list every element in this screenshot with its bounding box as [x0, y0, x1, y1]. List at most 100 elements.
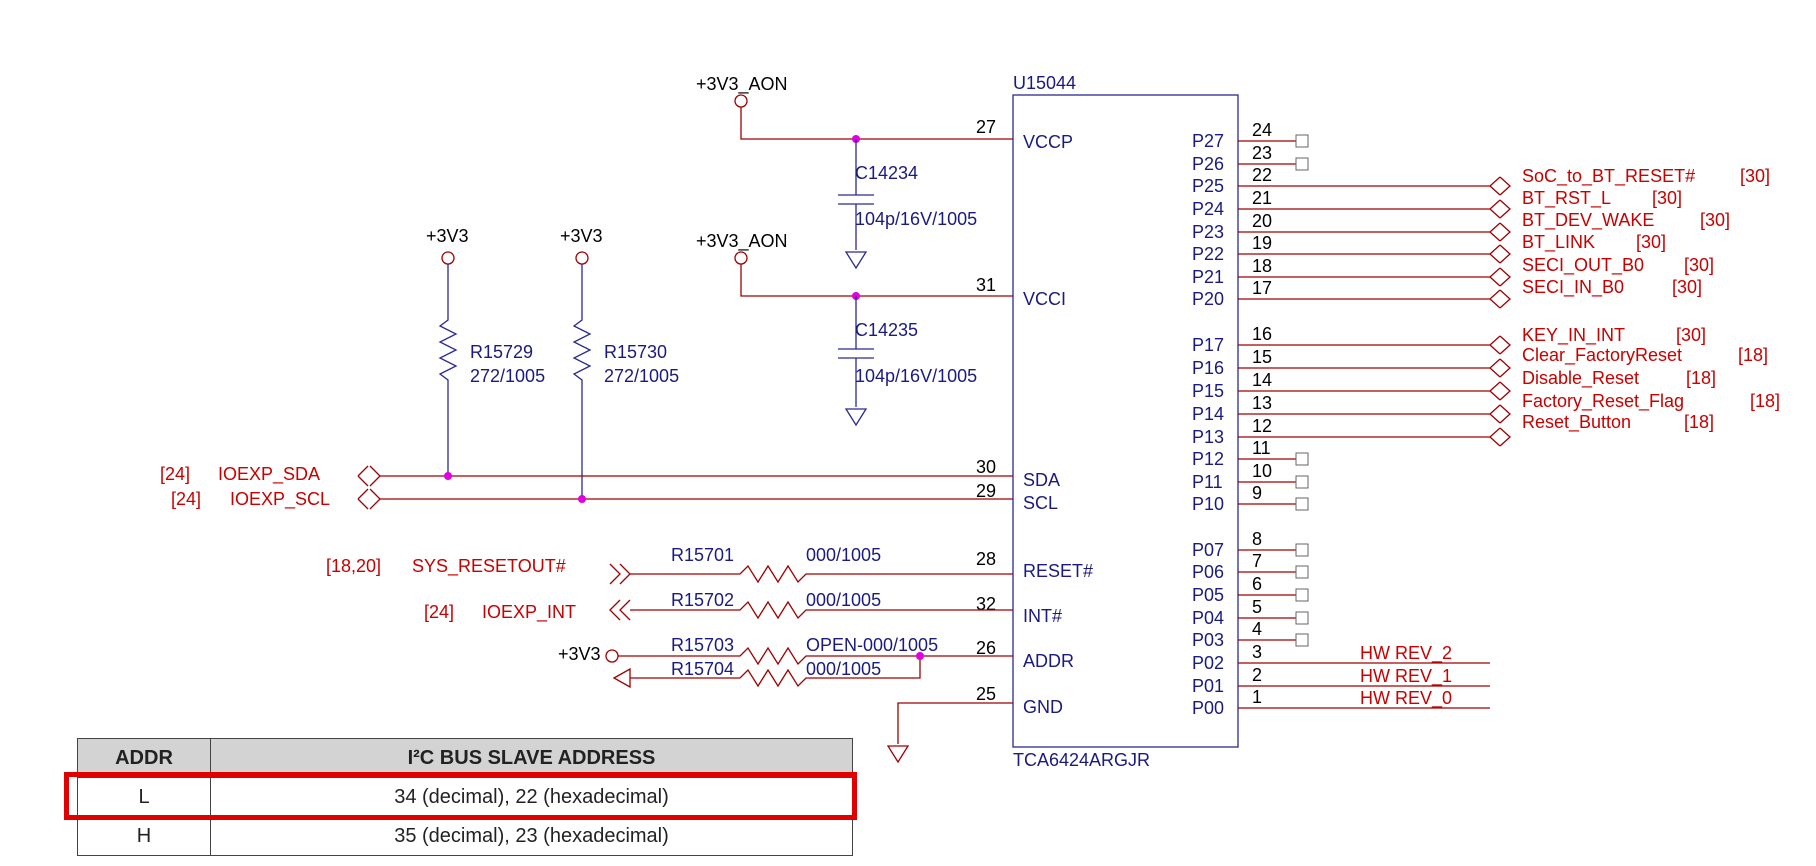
pin-num-26: 26	[976, 638, 996, 658]
pin-num-23: 23	[1252, 143, 1272, 163]
no-connect-box	[1295, 497, 1309, 511]
pin-name-gnd: GND	[1023, 697, 1063, 717]
net-sheet: [30]	[1740, 166, 1770, 186]
pin-num-7: 7	[1252, 551, 1262, 571]
power-label-3v3-1: +3V3	[426, 226, 469, 246]
right-pin-group: P2724P2623P2522P2421P2320P2219P2118P2017…	[1192, 120, 1309, 718]
pin-name-p01: P01	[1192, 676, 1224, 696]
net-wire-2	[1238, 199, 1511, 219]
pin-name-p22: P22	[1192, 244, 1224, 264]
wire-addr-pulldown	[630, 655, 1013, 688]
wire-int	[609, 599, 1013, 621]
pin-num-27: 27	[976, 117, 996, 137]
power-port-aon-2	[734, 251, 748, 265]
hw-rev-label: HW REV_1	[1360, 666, 1452, 687]
pin-num-14: 14	[1252, 370, 1272, 390]
pin-name-vcci: VCCI	[1023, 289, 1066, 309]
net-wire-7	[1238, 335, 1511, 355]
cap-ref-2: C14235	[855, 320, 918, 340]
net-sheet-int: [24]	[424, 602, 454, 622]
net-name-sda: IOEXP_SDA	[218, 464, 320, 485]
wire-vcci	[740, 264, 1013, 297]
net-name-scl: IOEXP_SCL	[230, 489, 330, 510]
net-wire-10	[1238, 404, 1511, 424]
pin-name-p06: P06	[1192, 562, 1224, 582]
resistor-r15730-symbol	[572, 264, 592, 499]
net-wire-4	[1238, 244, 1511, 264]
gnd-symbol-c14235	[844, 408, 868, 427]
pin-name-p16: P16	[1192, 358, 1224, 378]
pin-num-5: 5	[1252, 597, 1262, 617]
pin-name-p15: P15	[1192, 381, 1224, 401]
pin-num-15: 15	[1252, 347, 1272, 367]
table-header-address: I²C BUS SLAVE ADDRESS	[210, 738, 853, 778]
table-cell-addr: L	[77, 777, 211, 817]
pin-num-4: 4	[1252, 619, 1262, 639]
table-header-addr: ADDR	[77, 738, 211, 778]
net-wire-1	[1238, 176, 1511, 196]
series-ref-1: R15701	[671, 545, 734, 565]
pin-name-p00: P00	[1192, 698, 1224, 718]
pin-num-28: 28	[976, 549, 996, 569]
net-name: Clear_FactoryReset	[1522, 345, 1682, 366]
pin-num-24: 24	[1252, 120, 1272, 140]
pin-num-2: 2	[1252, 665, 1262, 685]
pin-num-20: 20	[1252, 211, 1272, 231]
pin-name-p21: P21	[1192, 267, 1224, 287]
pin-name-sda: SDA	[1023, 470, 1060, 490]
pin-num-31: 31	[976, 275, 996, 295]
pin-name-p12: P12	[1192, 449, 1224, 469]
net-sheet: [18]	[1684, 412, 1714, 432]
pin-name-p03: P03	[1192, 630, 1224, 650]
pin-name-p23: P23	[1192, 222, 1224, 242]
chip-body	[1012, 94, 1239, 748]
wire-addr-pullup	[618, 646, 920, 666]
net-name: Reset_Button	[1522, 412, 1631, 433]
series-value-4: 000/1005	[806, 659, 881, 679]
hw-rev-label: HW REV_0	[1360, 688, 1452, 709]
no-connect-box	[1295, 452, 1309, 466]
pin-name-p25: P25	[1192, 176, 1224, 196]
power-port-3v3-1	[441, 251, 455, 265]
no-connect-box	[1295, 475, 1309, 489]
net-wire-8	[1238, 358, 1511, 378]
net-wire-3	[1238, 222, 1511, 242]
net-sheet: [18]	[1738, 345, 1768, 365]
pin-num-10: 10	[1252, 461, 1272, 481]
series-ref-2: R15702	[671, 590, 734, 610]
pin-name-p26: P26	[1192, 154, 1224, 174]
net-wire-6	[1238, 289, 1511, 309]
no-connect-box	[1295, 588, 1309, 602]
cap-value-2: 104p/16V/1005	[855, 366, 977, 386]
pin-num-12: 12	[1252, 416, 1272, 436]
gnd-wire	[886, 702, 1013, 764]
net-wire-5	[1238, 267, 1511, 287]
cap-ref-1: C14234	[855, 163, 918, 183]
pin-num-16: 16	[1252, 324, 1272, 344]
net-sheet: [30]	[1676, 325, 1706, 345]
net-name: BT_RST_L	[1522, 188, 1611, 209]
junction-sda	[444, 472, 452, 480]
pin-name-p20: P20	[1192, 289, 1224, 309]
power-label-aon-1: +3V3_AON	[696, 74, 788, 95]
series-value-3: OPEN-000/1005	[806, 635, 938, 655]
series-value-1: 000/1005	[806, 545, 881, 565]
power-port-aon-1	[734, 94, 748, 108]
pin-name-scl: SCL	[1023, 493, 1058, 513]
net-sheet: [30]	[1636, 232, 1666, 252]
wire-scl	[357, 488, 1013, 510]
net-name: KEY_IN_INT	[1522, 325, 1625, 346]
pin-num-30: 30	[976, 457, 996, 477]
resistor-r15729-symbol	[438, 264, 458, 476]
pin-num-17: 17	[1252, 278, 1272, 298]
net-name-reset: SYS_RESETOUT#	[412, 556, 566, 577]
pin-name-p17: P17	[1192, 335, 1224, 355]
pin-name-p02: P02	[1192, 653, 1224, 673]
pin-name-p05: P05	[1192, 585, 1224, 605]
pin-num-1: 1	[1252, 687, 1262, 707]
table-cell-addr: H	[77, 816, 211, 856]
junction-addr	[916, 652, 924, 660]
gnd-symbol-c14234	[844, 251, 868, 270]
net-sheet: [30]	[1684, 255, 1714, 275]
